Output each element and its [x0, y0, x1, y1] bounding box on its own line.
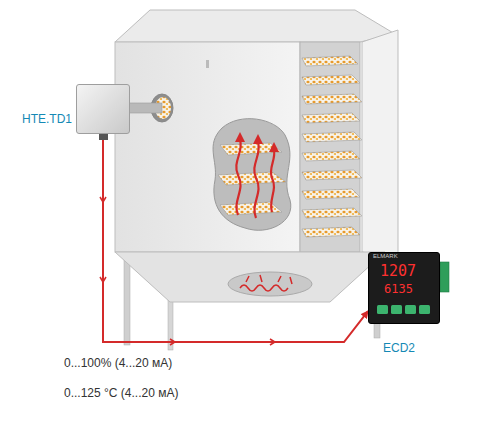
display-value: 6135	[384, 282, 413, 296]
device-name: ECD2	[383, 341, 415, 355]
flow-chevron	[100, 197, 106, 202]
display-value: 1207	[380, 262, 416, 280]
cable-gland	[77, 85, 131, 151]
flow-chevron	[170, 339, 175, 345]
flow-chevron	[100, 277, 106, 282]
device-name: HTE.TD1	[22, 112, 72, 126]
brand-mark: ELMARK	[373, 253, 398, 259]
signal-range: 0...125 °C (4...20 мА)	[64, 386, 178, 400]
sensor-box: HTE.TD1	[76, 84, 130, 134]
signal-wire	[103, 140, 368, 342]
signal-range: 0...100% (4...20 мА)	[64, 356, 172, 370]
flow-chevron	[270, 339, 275, 345]
